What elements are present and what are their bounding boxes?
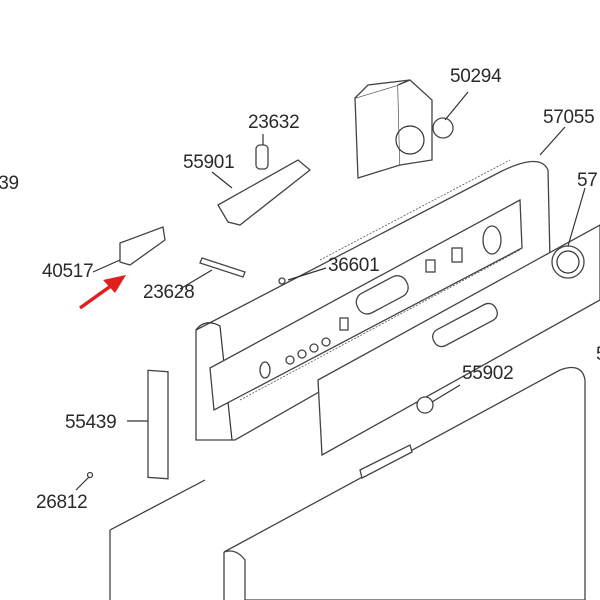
- part-40517: [119, 226, 166, 266]
- label-57: 57: [577, 170, 598, 191]
- fascia-57: [317, 224, 600, 457]
- control-panel-57055: [195, 159, 551, 441]
- label-55439: 55439: [65, 412, 117, 433]
- leader-lines: [75, 91, 586, 491]
- strip-55439: [147, 369, 169, 480]
- label-40517: 40517: [42, 261, 94, 282]
- part-36601: [278, 277, 286, 285]
- label-55902: 55902: [462, 363, 514, 384]
- label-55901: 55901: [183, 152, 235, 173]
- label-26812: 26812: [36, 492, 88, 513]
- timer-50294: [354, 79, 454, 179]
- screw-26812: [86, 471, 94, 479]
- label-50294: 50294: [450, 66, 502, 87]
- label-36601: 36601: [328, 255, 380, 276]
- pin-23628: [199, 257, 246, 278]
- label-23632: 23632: [248, 112, 300, 133]
- label-5: 5: [596, 345, 600, 364]
- red-arrow-icon: [78, 275, 126, 310]
- spring-23632: [255, 144, 269, 170]
- part-55901: [217, 159, 312, 226]
- label-57055: 57055: [543, 107, 595, 128]
- door-panel: [109, 366, 586, 600]
- label-539: 539: [0, 173, 19, 194]
- label-23628: 23628: [143, 282, 195, 303]
